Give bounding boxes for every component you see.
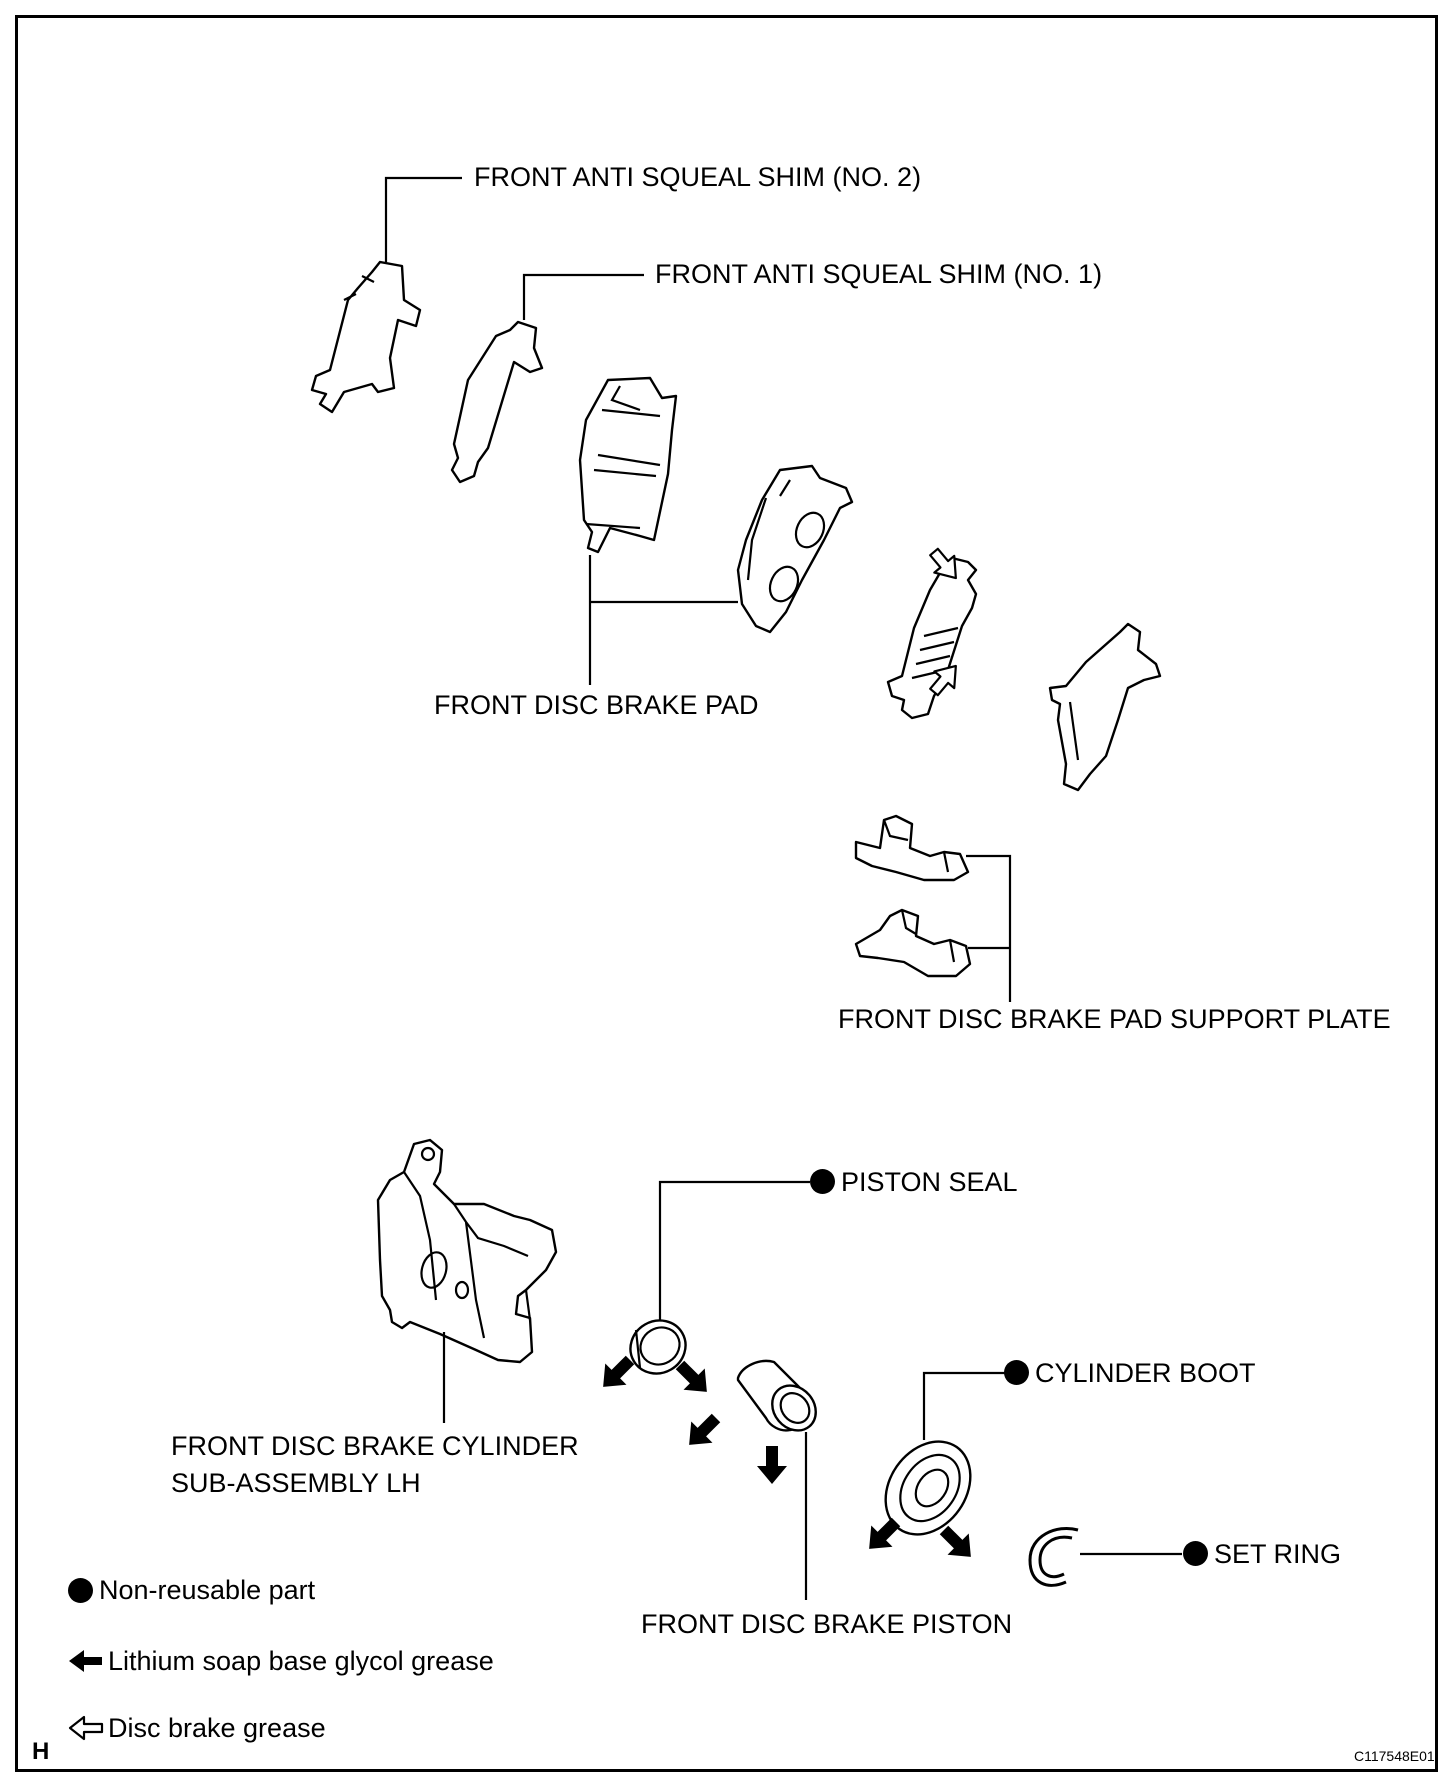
- filled-circle-icon: [68, 1577, 93, 1603]
- label-disc-brake-piston: FRONT DISC BRAKE PISTON: [641, 1609, 1013, 1639]
- solid-arrow-icon: [69, 1650, 102, 1672]
- label-cylinder-sub-assembly-line1: FRONT DISC BRAKE CYLINDER: [171, 1431, 579, 1461]
- lithium-grease-arrow: [757, 1446, 787, 1484]
- label-anti-squeal-shim-no1: FRONT ANTI SQUEAL SHIM (NO. 1): [655, 259, 1103, 289]
- set-ring-part: [1028, 1527, 1079, 1587]
- cylinder-sub-assembly-part: [376, 1138, 558, 1364]
- label-set-ring: SET RING: [1183, 1538, 1341, 1570]
- non-reusable-icon: [1183, 1541, 1208, 1566]
- non-reusable-icon: [1004, 1360, 1029, 1385]
- label-cylinder-boot: CYLINDER BOOT: [1004, 1357, 1256, 1389]
- brake-pad-inner-part: [578, 376, 678, 554]
- anti-squeal-shim-no2-part: [310, 260, 422, 414]
- leader-support-plate: [966, 854, 1012, 1002]
- non-reusable-icon: [810, 1169, 835, 1194]
- cylinder-boot-part: [884, 1440, 972, 1536]
- figure-code: C117548E01: [1354, 1748, 1435, 1764]
- label-pad-support-plate: FRONT DISC BRAKE PAD SUPPORT PLATE: [838, 1004, 1391, 1034]
- label-disc-brake-pad: FRONT DISC BRAKE PAD: [434, 690, 759, 720]
- pad-support-plate-upper-part: [854, 814, 970, 882]
- label-piston-seal: PISTON SEAL: [810, 1166, 1018, 1198]
- leader-disc-brake-pad: [588, 555, 738, 685]
- pad-support-plate-lower-part: [854, 908, 972, 978]
- pad-shim-outer-part: [1048, 622, 1162, 792]
- lithium-grease-arrow: [678, 1407, 727, 1456]
- leader-shim-no2: [384, 176, 462, 262]
- legend-disc-brake-grease: Disc brake grease: [68, 1712, 326, 1744]
- leader-cylinder-boot: [922, 1371, 1005, 1440]
- label-anti-squeal-shim-no2: FRONT ANTI SQUEAL SHIM (NO. 2): [474, 162, 922, 192]
- brake-pad-outer-part: [736, 464, 854, 634]
- legend-lithium-grease: Lithium soap base glycol grease: [68, 1645, 494, 1677]
- leader-piston-seal: [658, 1180, 810, 1321]
- anti-squeal-shim-no1-part: [450, 320, 544, 484]
- legend-non-reusable: Non-reusable part: [68, 1574, 315, 1606]
- hollow-arrow-icon: [68, 1715, 104, 1741]
- leader-shim-no1: [522, 273, 644, 320]
- pad-shim-inner-part: [886, 556, 978, 720]
- piston-seal-part: [629, 1319, 687, 1375]
- footer-left-mark: H: [32, 1738, 50, 1765]
- figure-frame: [15, 15, 1438, 1772]
- label-cylinder-sub-assembly-line2: SUB-ASSEMBLY LH: [171, 1468, 421, 1498]
- brake-piston-part: [736, 1359, 817, 1432]
